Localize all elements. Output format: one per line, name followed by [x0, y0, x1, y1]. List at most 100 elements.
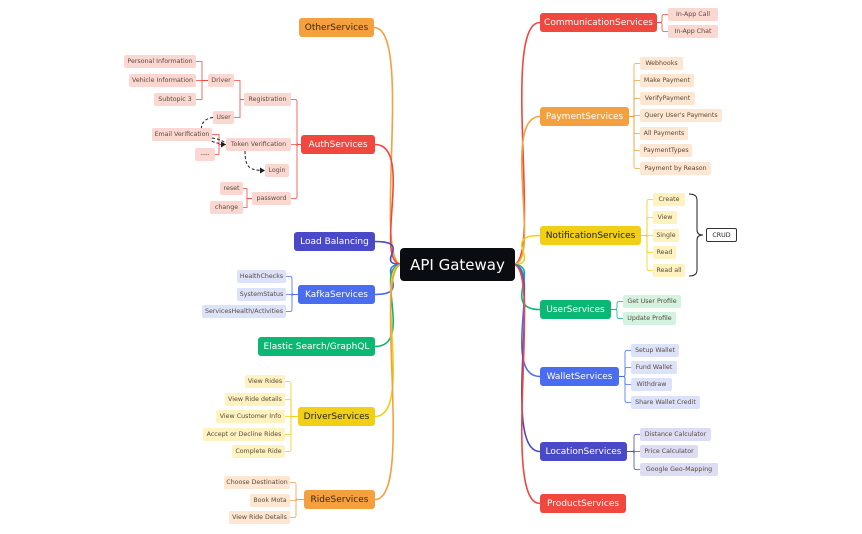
dashed-arrow-token-login [244, 150, 264, 171]
leaf-read[interactable]: Read [653, 246, 676, 259]
connector-distance-calculator [627, 434, 640, 452]
connector-userservices [512, 263, 541, 311]
auth-login[interactable]: Login [265, 164, 289, 177]
leaf-setup-wallet[interactable]: Setup Wallet [631, 344, 679, 357]
branch-load-balancing[interactable]: Load Balancing [294, 232, 375, 251]
leaf-query-user-s-payments[interactable]: Query User's Payments [640, 109, 722, 122]
leaf-in-app-call[interactable]: In-App Call [668, 8, 718, 21]
leaf-view-rides[interactable]: View Rides [245, 375, 285, 388]
leaf-read-all[interactable]: Read all [653, 264, 685, 277]
leaf-webhooks[interactable]: Webhooks [640, 57, 683, 70]
leaf-vehicle-information[interactable]: Vehicle Information [129, 74, 196, 87]
arrowhead-login [260, 167, 265, 174]
branch-kafkaservices[interactable]: KafkaServices [298, 285, 375, 304]
branch-communicationservices[interactable]: CommunicationServices [540, 13, 657, 32]
leaf-create[interactable]: Create [653, 193, 685, 206]
arrowhead-token [221, 141, 226, 148]
leaf-view-ride-details[interactable]: View Ride details [225, 393, 285, 406]
connector-healthchecks [286, 276, 298, 295]
branch-authservices[interactable]: AuthServices [301, 135, 375, 154]
connector-reset [243, 188, 252, 199]
leaf-payment-by-reason[interactable]: Payment by Reason [640, 162, 711, 175]
leaf-get-user-profile[interactable]: Get User Profile [623, 295, 681, 308]
leaf-fund-wallet[interactable]: Fund Wallet [631, 361, 677, 374]
connector-payment-by-reason [629, 116, 640, 169]
connector-elastic-search-graphql [374, 263, 403, 348]
connector-reg-user [234, 99, 244, 118]
leaf-in-app-chat[interactable]: In-App Chat [668, 25, 718, 38]
connector-in-app-chat [657, 22, 668, 32]
connector-view-rides [285, 381, 298, 417]
leaf-subtopic-3[interactable]: Subtopic 3 [154, 93, 196, 106]
leaf-serviceshealth-activities[interactable]: ServicesHealth/Activities [202, 305, 286, 318]
branch-driverservices[interactable]: DriverServices [298, 407, 375, 426]
leaf-personal-information[interactable]: Personal Information [124, 55, 196, 68]
connector-kafkaservices [374, 263, 403, 296]
leaf-complete-ride[interactable]: Complete Ride [232, 445, 285, 458]
connector-complete-ride [285, 416, 298, 452]
connector-all-payments [629, 116, 640, 134]
leaf-update-profile[interactable]: Update Profile [623, 312, 676, 325]
leaf-paymenttypes[interactable]: PaymentTypes [640, 144, 692, 157]
connector-productservices [512, 263, 541, 505]
connector-change [243, 198, 252, 208]
connector-view-ride-details [285, 399, 298, 417]
leaf-systemstatus[interactable]: SystemStatus [237, 288, 286, 301]
branch-otherservices[interactable]: OtherServices [299, 18, 374, 37]
connector-accept-or-decline-rides [285, 416, 298, 435]
leaf-book-mota[interactable]: Book Mota [250, 494, 290, 507]
leaf-price-calculator[interactable]: Price Calculator [640, 445, 698, 458]
branch-locationservices[interactable]: LocationServices [540, 442, 627, 461]
leaf-distance-calculator[interactable]: Distance Calculator [640, 428, 711, 441]
leaf-reset[interactable]: reset [220, 182, 243, 195]
leaf-google-geo-mapping[interactable]: Google Geo-Mapping [640, 463, 718, 476]
connector-share-wallet-credit [619, 376, 631, 403]
leaf-view-ride-details[interactable]: View Ride Details [229, 511, 290, 524]
dashed-arrow-user-token [200, 117, 225, 145]
auth-password[interactable]: password [252, 192, 291, 205]
leaf-make-payment[interactable]: Make Payment [640, 74, 694, 87]
leaf-choose-destination[interactable]: Choose Destination [224, 476, 290, 489]
connector-personal-information [196, 61, 208, 81]
branch-walletservices[interactable]: WalletServices [540, 367, 619, 386]
connector-update-profile [611, 309, 623, 319]
leaf-change[interactable]: change [210, 201, 243, 214]
connector-locationservices [512, 263, 541, 453]
leaf-view-customer-info[interactable]: View Customer Info [216, 410, 285, 423]
connector-subtopic-3 [196, 80, 208, 100]
connector-serviceshealth-activities [286, 294, 298, 312]
connector-choose-destination [290, 482, 304, 500]
leaf-accept-or-decline-rides[interactable]: Accept or Decline Rides [203, 428, 285, 441]
leaf-share-wallet-credit[interactable]: Share Wallet Credit [631, 396, 700, 409]
auth-token-verification[interactable]: Token Verification [226, 138, 291, 151]
branch-productservices[interactable]: ProductServices [540, 494, 626, 513]
connector-webhooks [629, 63, 640, 117]
branch-elastic-search-graphql[interactable]: Elastic Search/GraphQL [258, 337, 375, 356]
leaf-withdraw[interactable]: Withdraw [631, 378, 672, 391]
connector-auth-2 [291, 144, 301, 199]
connector-in-app-call [657, 14, 668, 23]
branch-notificationservices[interactable]: NotificationServices [540, 226, 641, 245]
auth-user[interactable]: User [213, 111, 234, 124]
branch-userservices[interactable]: UserServices [540, 300, 611, 319]
leaf-all-payments[interactable]: All Payments [640, 127, 688, 140]
leaf-view[interactable]: View [653, 211, 677, 224]
leaf-single[interactable]: Single [653, 229, 679, 242]
leaf-healthchecks[interactable]: HealthChecks [237, 270, 286, 283]
auth-placeholder: ---- [195, 148, 215, 161]
auth-email-verification[interactable]: Email Verification [152, 128, 212, 141]
connector-communicationservices [512, 21, 541, 266]
auth-registration[interactable]: Registration [244, 93, 291, 106]
connector-token-dashes [215, 144, 226, 155]
crud-group-label: CRUD [706, 228, 737, 242]
connector-notificationservices [512, 234, 541, 266]
connector-driverservices [374, 263, 403, 418]
branch-rideservices[interactable]: RideServices [304, 490, 375, 509]
branch-paymentservices[interactable]: PaymentServices [540, 107, 629, 126]
leaf-verifypayment[interactable]: VerifyPayment [640, 92, 695, 105]
connector-google-geo-mapping [627, 451, 640, 470]
auth-driver[interactable]: Driver [208, 74, 234, 87]
connector-read-all [641, 235, 653, 271]
